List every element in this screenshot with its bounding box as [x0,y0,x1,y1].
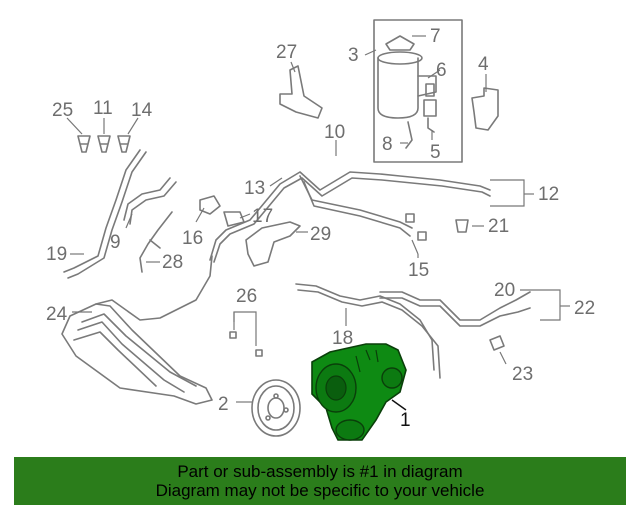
heat-shield-bracket[interactable] [279,65,323,119]
callout-11[interactable]: 11 [93,98,113,119]
callout-5[interactable]: 5 [430,142,441,163]
pulley[interactable] [251,379,301,437]
cooler-line[interactable] [95,255,213,321]
bolt[interactable] [229,331,237,339]
hose-28[interactable] [139,211,173,273]
callout-28[interactable]: 28 [162,252,183,273]
callout-8[interactable]: 8 [382,134,393,155]
bolt-2[interactable] [255,349,263,357]
callout-22[interactable]: 22 [574,298,595,319]
bracket[interactable] [471,87,499,131]
highlight-notice-banner: Part or sub-assembly is #1 in diagram Di… [14,457,626,505]
line-20[interactable] [379,291,531,321]
clamp[interactable] [199,195,221,215]
power-steering-pump-highlight[interactable] [311,343,407,441]
callout-2[interactable]: 2 [218,394,229,415]
cooler[interactable] [61,303,213,405]
callout-29[interactable]: 29 [310,224,331,245]
callout-14[interactable]: 14 [131,100,153,121]
callout-24[interactable]: 24 [46,304,68,325]
callout-6[interactable]: 6 [436,60,447,81]
callout-9[interactable]: 9 [110,232,121,253]
pressure-line[interactable] [209,171,491,261]
bracket-23[interactable] [489,335,505,351]
callout-3[interactable]: 3 [348,45,359,66]
callout-10[interactable]: 10 [324,122,345,143]
callout-4[interactable]: 4 [478,54,489,75]
cap[interactable] [455,219,469,233]
callout-12[interactable]: 12 [538,184,559,205]
return-hose[interactable] [63,149,141,273]
callout-13[interactable]: 13 [244,178,265,199]
banner-line-part-number: Part or sub-assembly is #1 in diagram [177,462,463,481]
heat-shield[interactable] [245,221,301,267]
callout-20[interactable]: 20 [494,280,515,301]
callout-25[interactable]: 25 [52,100,73,121]
callout-21[interactable]: 21 [488,216,509,237]
fitting[interactable] [405,213,427,241]
callout-7[interactable]: 7 [430,26,441,47]
callout-19[interactable]: 19 [46,244,67,265]
callout-18[interactable]: 18 [332,328,353,349]
callout-27[interactable]: 27 [276,42,297,63]
clips-group[interactable] [77,135,131,153]
callout-17[interactable]: 17 [252,206,273,227]
callout-16[interactable]: 16 [182,228,203,249]
callout-26[interactable]: 26 [236,286,257,307]
leader-lines [66,35,570,411]
banner-line-disclaimer: Diagram may not be specific to your vehi… [155,481,485,500]
callout-15[interactable]: 15 [408,260,429,281]
callout-1[interactable]: 1 [400,410,411,431]
power-steering-parts-diagram: 7 3 6 4 27 8 5 25 11 14 10 13 12 21 17 1… [46,19,595,441]
callout-23[interactable]: 23 [512,364,533,385]
hose[interactable] [123,177,171,221]
